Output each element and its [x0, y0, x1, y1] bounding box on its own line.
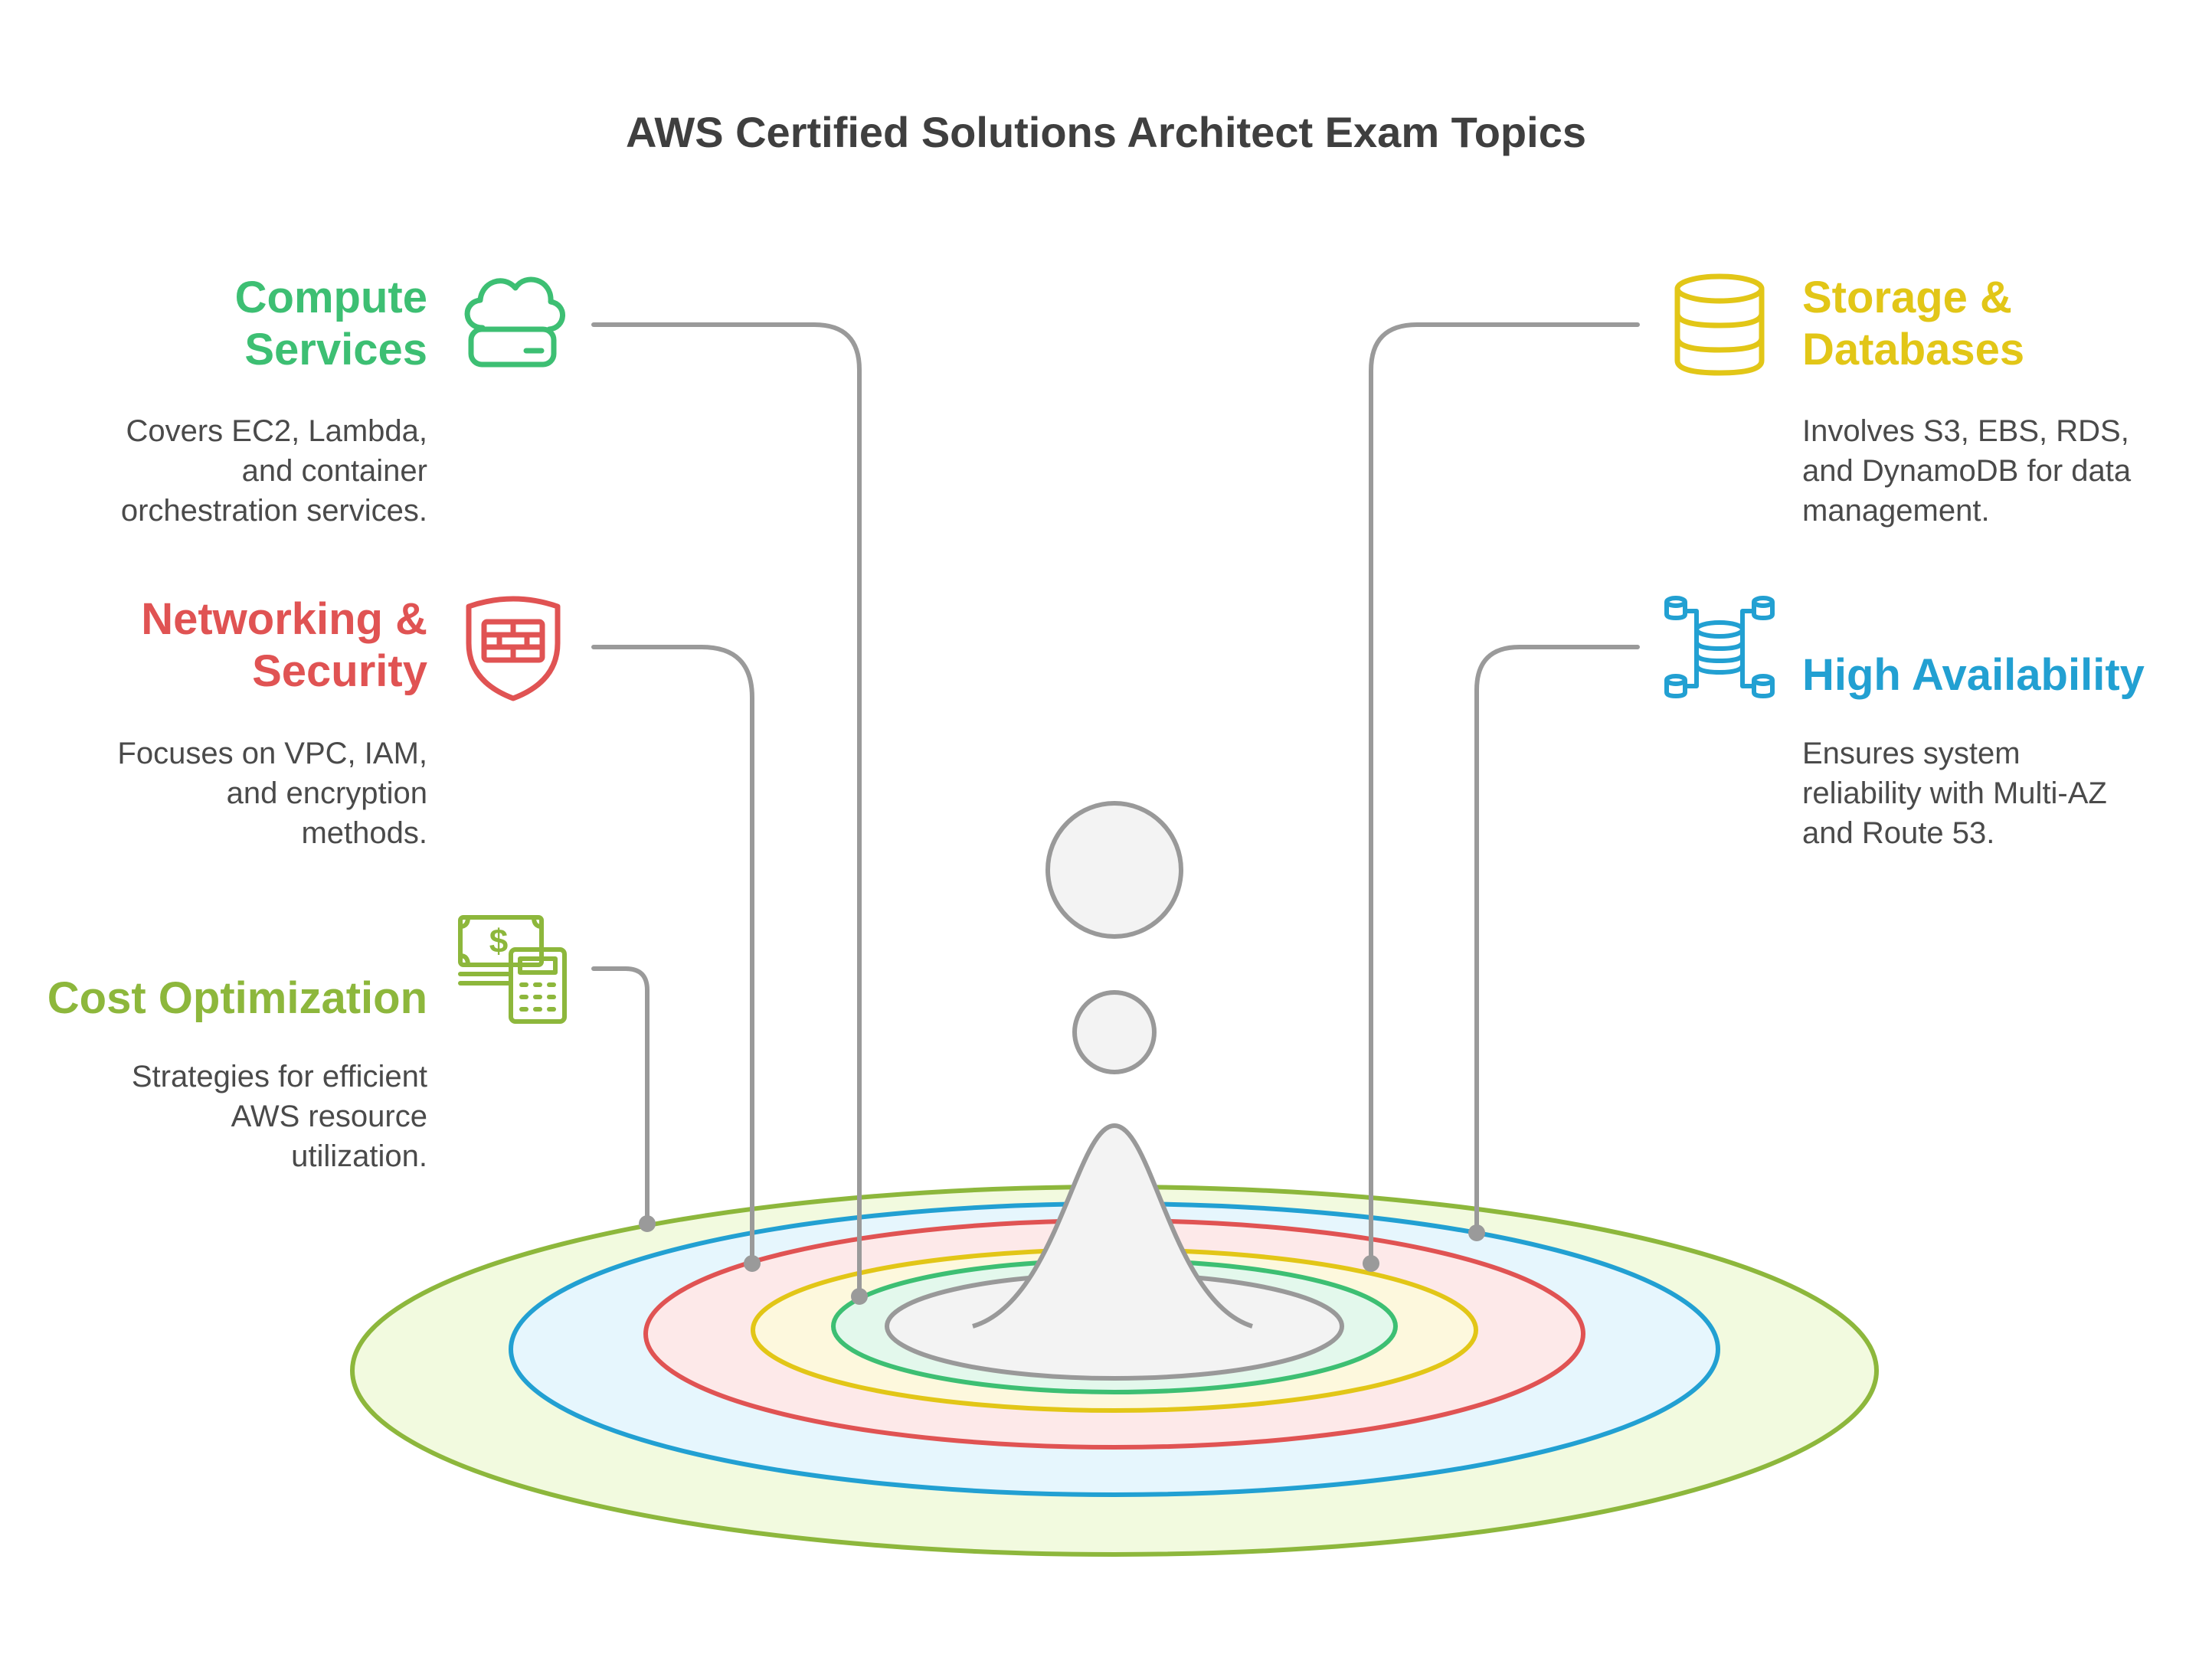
- heading-cost-optimization: Cost Optimization: [47, 972, 427, 1025]
- connector-storage-databases-dot: [1363, 1255, 1379, 1272]
- desc-line: Covers EC2, Lambda,: [126, 414, 427, 448]
- desc-line: utilization.: [291, 1139, 427, 1173]
- heading-line: Security: [252, 646, 427, 696]
- water-splash-peak: [973, 1126, 1252, 1365]
- desc-high-availability: Ensures system reliability with Multi-AZ…: [1802, 734, 2107, 853]
- desc-line: and Route 53.: [1802, 816, 1995, 850]
- water-splash-outline: [972, 1123, 1253, 1329]
- desc-line: and container: [241, 454, 427, 488]
- firewall-shield-icon: [466, 596, 561, 701]
- heading-line: Compute: [234, 273, 427, 322]
- desc-line: reliability with Multi-AZ: [1802, 776, 2107, 810]
- desc-storage-databases: Involves S3, EBS, RDS, and DynamoDB for …: [1802, 411, 2131, 531]
- desc-line: methods.: [301, 816, 427, 850]
- desc-line: and encryption: [226, 776, 427, 810]
- desc-networking-security: Focuses on VPC, IAM, and encryption meth…: [117, 734, 427, 853]
- desc-line: management.: [1802, 494, 1990, 528]
- desc-line: Focuses on VPC, IAM,: [117, 737, 427, 770]
- connector-compute-services-dot: [851, 1288, 868, 1305]
- money-calculator-icon: $: [458, 915, 567, 1024]
- heading-storage-databases: Storage & Databases: [1802, 272, 2024, 376]
- connector-compute-services: [591, 322, 862, 1299]
- heading-line: Databases: [1802, 325, 2025, 374]
- desc-line: orchestration services.: [120, 494, 427, 528]
- connector-cost-optimization: [591, 966, 650, 1226]
- heading-line: High Availability: [1802, 650, 2145, 700]
- heading-compute-services: Compute Services: [235, 272, 427, 376]
- connector-networking-security: [591, 645, 754, 1266]
- heading-high-availability: High Availability: [1802, 649, 2145, 701]
- connector-high-availability-dot: [1468, 1224, 1485, 1241]
- connector-high-availability: [1474, 645, 1640, 1235]
- desc-compute-services: Covers EC2, Lambda, and container orches…: [121, 411, 427, 531]
- desc-line: Ensures system: [1802, 737, 2021, 770]
- svg-text:$: $: [489, 923, 508, 960]
- droplet-large: [1045, 801, 1183, 939]
- desc-line: and DynamoDB for data: [1802, 454, 2132, 488]
- desc-line: Involves S3, EBS, RDS,: [1802, 414, 2129, 448]
- connector-networking-security-dot: [744, 1255, 761, 1272]
- heading-line: Services: [244, 325, 427, 374]
- desc-line: AWS resource: [231, 1100, 427, 1133]
- database-icon: [1674, 273, 1765, 376]
- heading-line: Cost Optimization: [47, 973, 427, 1023]
- page-title: AWS Certified Solutions Architect Exam T…: [626, 108, 1586, 156]
- connector-storage-databases: [1369, 322, 1640, 1266]
- heading-line: Storage &: [1802, 273, 2012, 322]
- heading-networking-security: Networking & Security: [141, 593, 427, 698]
- cloud-server-icon: [464, 276, 565, 368]
- droplet-small: [1072, 990, 1157, 1074]
- connector-cost-optimization-dot: [639, 1215, 656, 1232]
- heading-line: Networking &: [141, 594, 427, 644]
- desc-line: Strategies for efficient: [131, 1060, 427, 1093]
- desc-cost-optimization: Strategies for efficient AWS resource ut…: [132, 1057, 427, 1176]
- distributed-database-icon: [1664, 596, 1775, 698]
